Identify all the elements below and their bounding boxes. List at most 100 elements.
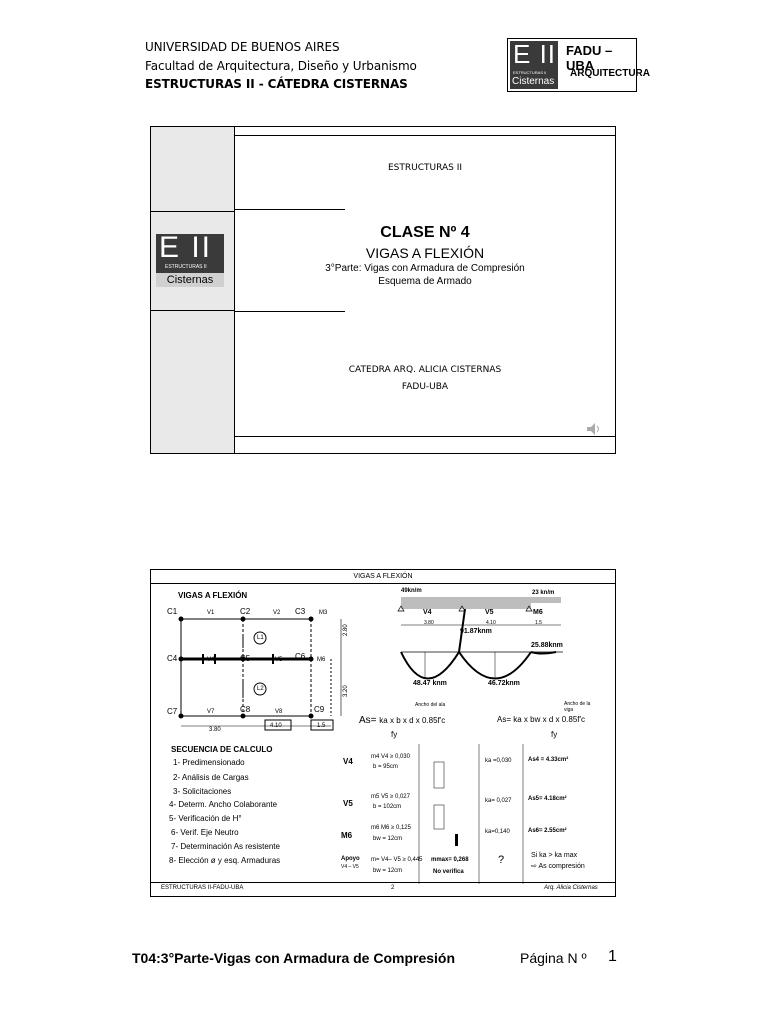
slide-logo-small: ESTRUCTURAS II xyxy=(165,264,207,270)
row-v4-ka: ka =0,030 xyxy=(485,758,512,764)
beam-v4: V4 xyxy=(207,657,215,663)
step-1: 1- Predimensionado xyxy=(173,758,245,767)
logo-small-text: ESTRUCTURAS II xyxy=(513,70,547,75)
apoyo-noverifica: No verifica xyxy=(433,869,464,875)
step-5: 5- Verificación de H° xyxy=(169,814,242,823)
col-c9: C9 xyxy=(314,705,325,714)
university-name: UNIVERSIDAD DE BUENOS AIRES xyxy=(145,40,340,54)
apoyo-as-text: As compresión xyxy=(538,863,585,870)
moment-support: 91.87knm xyxy=(460,628,492,635)
col-c1: C1 xyxy=(167,607,178,616)
dim-15: 1.5 xyxy=(317,723,326,729)
col-c8: C8 xyxy=(240,705,251,714)
beam-label-v5: V5 xyxy=(485,609,494,616)
logo-cisternas-text: Cisternas xyxy=(512,76,555,87)
speaker-icon[interactable] xyxy=(585,421,603,437)
apoyo-as: ⇨ As compresión xyxy=(531,863,585,870)
apoyo-mmax: mmax= 0,268 xyxy=(431,857,469,863)
moment-diagram xyxy=(397,597,563,680)
fadu-logo: E II ESTRUCTURAS II Cisternas FADU – UBA… xyxy=(507,38,650,92)
faculty-name: Facultad de Arquitectura, Diseño y Urban… xyxy=(145,59,417,73)
col-c4: C4 xyxy=(167,654,178,663)
annot-ala: Ancho del ala xyxy=(415,702,446,708)
logo-fadu-text: FADU – UBA xyxy=(566,43,613,73)
beam-m3: M3 xyxy=(319,610,328,616)
slide-footer-left: ESTRUCTURAS II-FADU-UBA xyxy=(161,885,244,891)
load-left: 49kn/m xyxy=(401,588,422,594)
beam-v1: V1 xyxy=(207,610,215,616)
logo-arq-text: ARQUITECTURA xyxy=(570,68,650,79)
top-rule xyxy=(235,135,615,136)
slide-footer-page: 2 xyxy=(391,885,395,891)
apoyo-sub: V4 – V5 xyxy=(341,864,359,870)
row-v5-label: V5 xyxy=(343,799,353,808)
row-v4-b: b = 95cm xyxy=(373,764,398,770)
row-m6-label: M6 xyxy=(341,831,353,840)
row-v4-as: As4 = 4.33cm² xyxy=(528,757,569,763)
apoyo-bw: bw = 12cm xyxy=(373,868,403,874)
formula2-den: fy xyxy=(551,730,558,739)
apoyo-m: m= V4– V5 ≥ 0,445 xyxy=(371,857,423,863)
slide-top-band: VIGAS A FLEXIÓN xyxy=(151,571,615,584)
dim-380: 3.80 xyxy=(209,727,221,733)
formula1-den: fy xyxy=(391,730,398,739)
floor-plan xyxy=(178,616,342,731)
col-c5: C5 xyxy=(240,654,251,663)
step-2: 2- Análisis de Cargas xyxy=(173,773,249,782)
step-6: 6- Verif. Eje Neutro xyxy=(171,828,239,837)
slide-catedra: CATEDRA ARQ. ALICIA CISTERNAS xyxy=(348,365,502,375)
slide-logo-eii: E II xyxy=(159,231,213,264)
row-m6-b: bw = 12cm xyxy=(373,836,403,842)
row-v5-ka: ka= 0,027 xyxy=(485,798,512,804)
slide-class-number: CLASE Nº 4 xyxy=(380,224,470,241)
step-7: 7- Determinación As resistente xyxy=(171,842,280,851)
sidebar-divider xyxy=(151,310,234,311)
formula1: As= ka x b x d x 0.85f'c xyxy=(359,715,445,726)
bottom-rule xyxy=(235,436,615,437)
slide-sidebar xyxy=(151,127,235,453)
slide-logo-cisternas: Cisternas xyxy=(156,273,224,287)
dim-410: 4.10 xyxy=(270,723,282,729)
formula2-body: ka x bw x d x 0.85f'c xyxy=(513,715,586,724)
course-name: ESTRUCTURAS II - CÁTEDRA CISTERNAS xyxy=(145,77,408,91)
beam-v5: V5 xyxy=(275,657,283,663)
dim-320: 3.20 xyxy=(343,685,349,697)
beam-v2: V2 xyxy=(273,610,281,616)
col-c6: C6 xyxy=(295,652,306,661)
col-c7: C7 xyxy=(167,707,178,716)
col-c3: C3 xyxy=(295,607,306,616)
content-divider xyxy=(235,311,345,312)
moment-span2: 46.72knm xyxy=(488,680,520,687)
slab-l2: L2 xyxy=(257,686,264,692)
formula1-body: ka x b x d x 0.85f'c xyxy=(379,716,446,725)
span-410: 4.10 xyxy=(486,620,496,626)
band-title: VIGAS A FLEXIÓN xyxy=(353,573,413,580)
beam-v7: V7 xyxy=(207,709,215,715)
slide-title: E II ESTRUCTURAS II Cisternas ESTRUCTURA… xyxy=(150,126,616,454)
formula1-lhs: As= xyxy=(359,715,377,726)
apoyo-question: ? xyxy=(498,854,505,866)
span-380: 3.80 xyxy=(424,620,434,626)
row-m6-ka: ka=0,140 xyxy=(485,829,510,835)
slide-subtitle: VIGAS A FLEXIÓN xyxy=(365,245,485,261)
slide-footer-rule xyxy=(151,882,615,883)
left-title: VIGAS A FLEXIÓN xyxy=(178,591,248,600)
slab-l1: L1 xyxy=(257,635,264,641)
apoyo-si: Si ka > ka max xyxy=(531,852,578,859)
row-v5-b: b = 102cm xyxy=(373,804,402,810)
footer-page-label: Página N º xyxy=(520,950,587,966)
span-15: 1.5 xyxy=(535,620,542,626)
row-v5-as: As5= 4.18cm² xyxy=(528,796,567,802)
slide-course-label: ESTRUCTURAS II xyxy=(387,163,463,173)
col-c2: C2 xyxy=(240,607,251,616)
slide-fadu: FADU-UBA xyxy=(401,382,449,392)
calc-grid xyxy=(418,744,524,884)
slide-vigas: VIGAS A FLEXIÓN VIGAS A FLEXIÓN C1 C2 C3… xyxy=(150,569,616,897)
moment-cantilever: 25.88knm xyxy=(531,642,563,649)
footer-title: T04:3°Parte-Vigas con Armadura de Compre… xyxy=(132,950,456,966)
moment-span1: 48.47 knm xyxy=(413,680,447,687)
step-8: 8- Elección ø y esq. Armaduras xyxy=(169,856,281,865)
dim-280: 2.80 xyxy=(343,624,349,636)
beam-label-v4: V4 xyxy=(423,609,432,616)
slide-scheme: Esquema de Armado xyxy=(378,276,472,287)
